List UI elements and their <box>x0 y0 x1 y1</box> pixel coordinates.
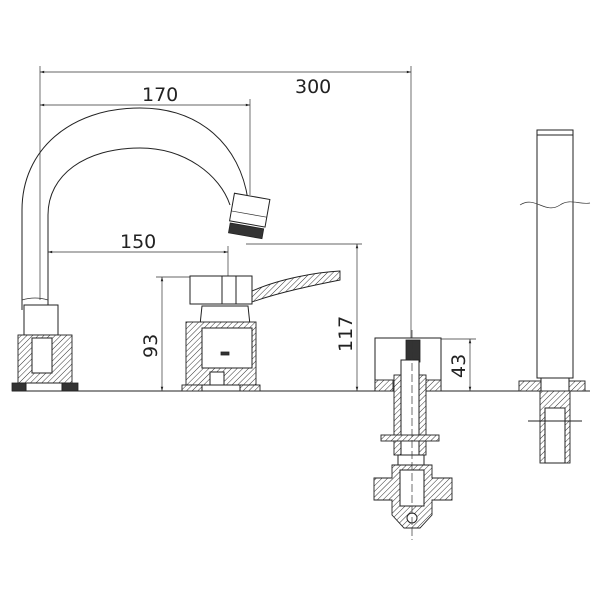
dimension-93: 93 <box>140 276 200 391</box>
spout <box>11 107 271 392</box>
dimension-label-117: 117 <box>335 316 357 352</box>
dimension-label-93: 93 <box>140 334 162 358</box>
dimension-label-170: 170 <box>142 84 178 106</box>
dimension-170: 170 <box>39 84 251 195</box>
dimension-label-150: 150 <box>120 231 156 253</box>
dimension-43: 43 <box>440 338 476 391</box>
hand-shower <box>518 129 591 464</box>
dimension-label-300: 300 <box>295 76 331 98</box>
dimension-117: 117 <box>246 243 362 391</box>
dimension-label-43: 43 <box>448 354 470 378</box>
mixer-valve <box>181 270 341 392</box>
dimension-150: 150 <box>47 231 229 278</box>
diverter <box>373 330 453 540</box>
